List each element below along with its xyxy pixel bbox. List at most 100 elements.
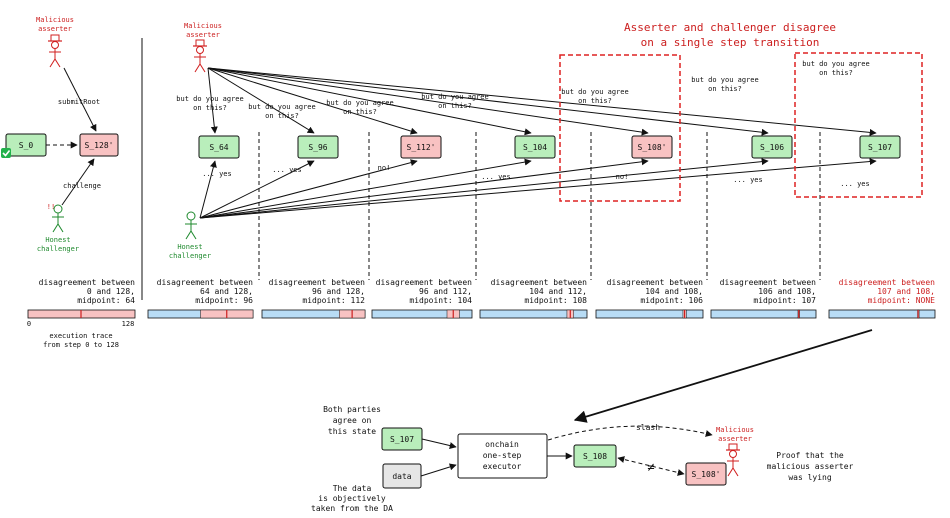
disagreement-text: 104 and 112, xyxy=(529,287,587,296)
trace-bar xyxy=(710,309,817,319)
disagreement-text: midpoint: 112 xyxy=(302,296,365,305)
proof-caption-2: malicious asserter xyxy=(767,462,854,471)
left-danger-mark: !! xyxy=(47,203,55,211)
question-label-line1: but do you agree xyxy=(691,76,758,84)
slash-label: slash xyxy=(636,423,660,432)
agree-caption-3: this state xyxy=(328,427,376,436)
disagreement-text: 106 and 108, xyxy=(758,287,816,296)
disagreement-text: disagreement between xyxy=(839,278,936,287)
state-box xyxy=(297,135,339,159)
state-label: S_104 xyxy=(523,143,547,152)
disagreement-text: 96 and 128, xyxy=(312,287,365,296)
question-arrow xyxy=(207,67,532,136)
answer-arrow xyxy=(199,158,532,219)
data-caption-2: is objectively xyxy=(318,494,386,503)
disagreement-text: midpoint: NONE xyxy=(868,296,936,305)
claimed-state-box xyxy=(685,462,727,486)
disagreement-text: midpoint: 96 xyxy=(195,296,253,305)
disagreement-text: midpoint: 106 xyxy=(640,296,703,305)
question-label-line2: on this? xyxy=(819,69,853,77)
disagreement-text: 104 and 108, xyxy=(645,287,703,296)
title-line-1: Asserter and challenger disagree xyxy=(624,21,836,34)
proof-caption-3: was lying xyxy=(788,473,832,482)
disagreement-text: midpoint: 107 xyxy=(753,296,816,305)
left-challenger-label-1: Honest xyxy=(45,236,70,244)
state-to-executor-arrow xyxy=(421,438,457,449)
left-disagreement-1: disagreement between xyxy=(39,278,136,287)
question-label-line2: on this? xyxy=(343,108,377,116)
submit-root-arrow xyxy=(63,67,97,132)
claimed-state-label: S_108' xyxy=(692,470,721,479)
answer-arrow xyxy=(199,160,315,219)
disagreement-text: 96 and 112, xyxy=(419,287,472,296)
left-challenger-label-2: challenger xyxy=(37,245,79,253)
state-box xyxy=(198,135,240,159)
answer-label: ... yes xyxy=(481,173,511,181)
disagreement-text: 64 and 128, xyxy=(200,287,253,296)
asserter-label-2: asserter xyxy=(186,31,220,39)
trace-bar xyxy=(479,309,588,319)
executor-line-1: onchain xyxy=(485,440,519,449)
trace-caption-2: from step 0 to 128 xyxy=(43,341,119,349)
state-box-s128 xyxy=(79,133,119,157)
agree-caption-2: agree on xyxy=(333,416,372,425)
disagreement-text: disagreement between xyxy=(607,278,704,287)
disagreement-text: disagreement between xyxy=(269,278,366,287)
question-label-line1: but do you agree xyxy=(802,60,869,68)
question-label-line1: but do you agree xyxy=(561,88,628,96)
trace-bar xyxy=(595,309,704,319)
disagreement-text: disagreement between xyxy=(157,278,254,287)
question-arrow xyxy=(207,67,649,136)
disagreement-text: disagreement between xyxy=(376,278,473,287)
state-label: S_108' xyxy=(638,143,667,152)
question-label-line2: on this? xyxy=(193,104,227,112)
title-line-2: on a single step transition xyxy=(641,36,820,49)
answer-label: no! xyxy=(378,164,391,172)
question-arrow xyxy=(207,67,769,136)
trace-caption-1: execution trace xyxy=(49,332,112,340)
question-label-line2: on this? xyxy=(265,112,299,120)
answer-arrow xyxy=(199,158,877,219)
state-label: S_96 xyxy=(308,143,327,152)
answer-label: ... yes xyxy=(202,170,232,178)
trace-bar xyxy=(371,309,473,319)
highlight-box-s108 xyxy=(559,54,681,202)
highlight-box-s107 xyxy=(794,52,923,198)
question-label-line2: on this? xyxy=(708,85,742,93)
question-label-line1: but do you agree xyxy=(326,99,393,107)
disagreement-text: disagreement between xyxy=(491,278,588,287)
executor-line-3: executor xyxy=(483,462,522,471)
result-state-label: S_108 xyxy=(583,452,607,461)
malicious-asserter-icon xyxy=(193,39,207,73)
state-box xyxy=(514,135,556,159)
trace-bar xyxy=(828,309,936,319)
left-disagreement-2: 0 and 128, xyxy=(87,287,135,296)
state-s128-label: S_128' xyxy=(85,141,114,150)
challenge-arrow xyxy=(61,158,95,206)
trace-end-label: 128 xyxy=(122,320,135,328)
left-asserter-label-1: Malicious xyxy=(36,16,74,24)
asserter-label-1: Malicious xyxy=(184,22,222,30)
disagreement-text: midpoint: 104 xyxy=(409,296,472,305)
checkmark-icon xyxy=(1,148,11,158)
data-caption-1: The data xyxy=(333,484,372,493)
answer-label: ... yes xyxy=(840,180,870,188)
to-onchain-arrow xyxy=(573,329,873,423)
challenger-label-2: challenger xyxy=(169,252,211,260)
question-label-line2: on this? xyxy=(578,97,612,105)
disagreement-text: disagreement between xyxy=(720,278,817,287)
left-asserter-label-2: asserter xyxy=(38,25,72,33)
answer-label: ... yes xyxy=(733,176,763,184)
challenge-label: challenge xyxy=(63,182,101,190)
bottom-asserter-label-1: Malicious xyxy=(716,426,754,434)
state-label: S_64 xyxy=(209,143,228,152)
left-disagreement-3: midpoint: 64 xyxy=(77,296,135,305)
agreed-state-label: S_107 xyxy=(390,435,414,444)
question-arrow xyxy=(207,67,218,134)
question-arrow xyxy=(207,67,315,134)
question-label-line1: but do you agree xyxy=(248,103,315,111)
not-equal-sign: ≠ xyxy=(647,460,654,474)
answer-label: no! xyxy=(616,173,629,181)
